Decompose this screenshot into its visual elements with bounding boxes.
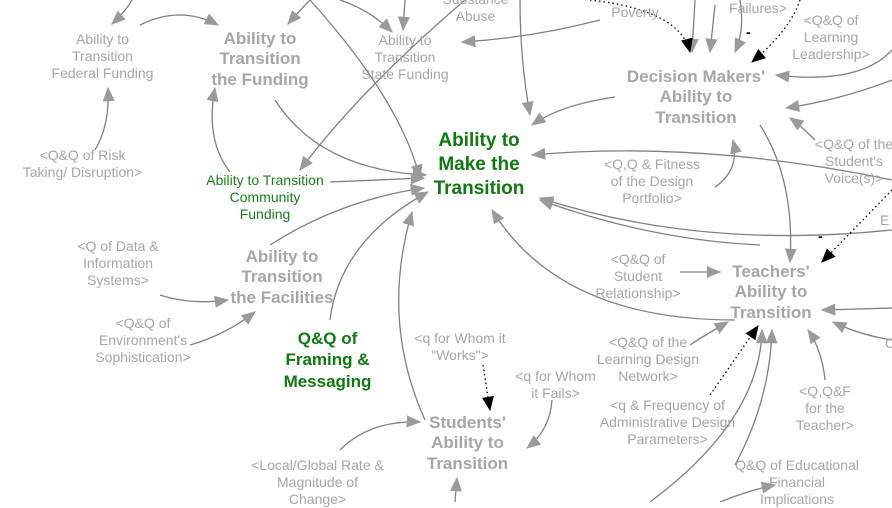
arrow-community-to-funding [206,86,231,173]
node-failures: Failures> [729,0,787,16]
node-ability-make-the-transition: Ability to Make the Transition [433,130,525,199]
polarity-sign-teachers: - [818,228,823,244]
arrow-lower-to-teachers [649,328,768,502]
node-qq-students-voice: <Q&Q of the Student's Voice(s)> [814,136,892,187]
arrow-long-arc-b [299,0,466,171]
arrow-to-decision-from-top [734,0,746,54]
arrow-decision-to-teachers [759,124,797,264]
arrow-teachers-low-to-make [491,208,736,321]
node-qq-environment-sophistication: <Q&Q of Environment's Sophistication> [95,315,191,366]
node-qq-learning-leadership: <Q&Q of Learning Leadership> [792,12,870,63]
arrow-to-state-funding-b [397,0,410,32]
node-edge-c: C [885,335,892,351]
arrow-to-state-funding-a [339,0,393,33]
arrow-to-the-funding-top [139,13,220,26]
arrow-poverty-to-state [460,19,601,48]
dotted-arrow-e-teachers [821,189,892,263]
node-local-global-rate: <Local/Global Rate & Magnitude of Change… [251,457,384,508]
polarity-sign-decision-makers: - [746,24,751,40]
node-teachers-ability: Teachers' Ability to Transition [730,262,812,322]
arrow-from-failures-2 [705,4,718,54]
node-ability-transition-the-facilities: Ability to Transition the Facilities [230,247,334,307]
node-substance-abuse: Substance Abuse [442,0,508,25]
node-ability-transition-state-funding: Ability to Transition State Funding [361,32,449,83]
node-qq-educational-financial: Q&Q of Educational Financial Implication… [735,457,859,508]
node-decision-makers-ability: Decision Makers' Ability to Transition [626,67,766,127]
arrow-environment-to-facilities [189,311,256,346]
arrow-data-to-facilities [159,294,230,308]
arrow-qqf-to-teachers [807,329,826,381]
arrow-right-low [719,481,777,502]
node-qq-risk-taking: <Q&Q of Risk Taking/ Disruption> [22,147,143,181]
node-qq-student-relationship: <Q&Q of Student Relationship> [595,251,681,302]
arrow-facilities-to-make [269,183,426,246]
arrow-right-to-make [530,147,892,181]
arrow-long-arc-c [309,0,423,180]
node-qq-learning-design-network: <Q&Q of the Learning Design Network> [597,334,699,385]
node-q-whom-it-works: <q for Whom it "Works"> [414,330,506,364]
node-q-frequency-administrative: <q & Frequency of Administrative Design … [599,397,736,448]
arrow-teachers-to-make-2 [538,198,761,246]
arrow-financial-to-teachers [734,328,778,466]
arrow-right-to-teachers-b [831,321,892,341]
arrow-top-left [111,0,133,25]
arrow-network-to-teachers [689,321,730,346]
arrow-to-the-funding-from-right [287,0,311,25]
arrow-students-to-make [398,210,426,421]
arrow-right-to-decision [774,49,892,83]
arrow-funding-to-make [274,99,428,181]
node-ability-transition-community-funding: Ability to Transition Community Funding [206,172,324,223]
arrow-long-arc-a [519,0,534,117]
arrow-right-to-teachers-a [820,303,892,316]
arrow-bottom-to-students [449,476,462,502]
arrow-leadership-to-decision [784,79,892,112]
dotted-arrow-poverty-decision [589,0,693,54]
arrow-portfolio-to-decision [714,138,742,188]
node-students-ability: Students' Ability to Transition [426,413,509,473]
arrow-local-to-students [339,415,422,451]
arrow-decision-to-make [531,96,616,126]
arrow-voice-to-decision [789,117,816,141]
dotted-arrow-frequency-teachers [709,325,759,396]
node-qq-framing-messaging: Q&Q of Framing & Messaging [283,329,372,391]
arrow-framing-to-make [329,191,430,321]
dotted-arrow-works-students [482,364,494,412]
node-poverty: Poverty [611,4,659,20]
arrow-fails-to-students [526,399,553,449]
arrow-community-to-make [329,172,426,185]
node-q-whom-it-fails: <q for Whom it Fails> [515,368,596,402]
node-ability-transition-federal-funding: Ability to Transition Federal Funding [51,31,154,82]
arrow-teachers-to-make [538,196,892,237]
node-ability-transition-the-funding: Ability to Transition the Funding [211,29,309,89]
node-edge-e: E [880,212,890,228]
arrow-risk-to-federal [94,86,115,151]
node-qqf-for-teacher: <Q,Q&F for the Teacher> [796,383,854,434]
arrow-from-failures-1 [686,0,699,54]
node-qqf-design-portfolio: <Q,Q & Fitness of the Design Portfolio> [603,156,701,207]
node-q-data-information-systems: <Q of Data & Information Systems> [77,238,159,289]
